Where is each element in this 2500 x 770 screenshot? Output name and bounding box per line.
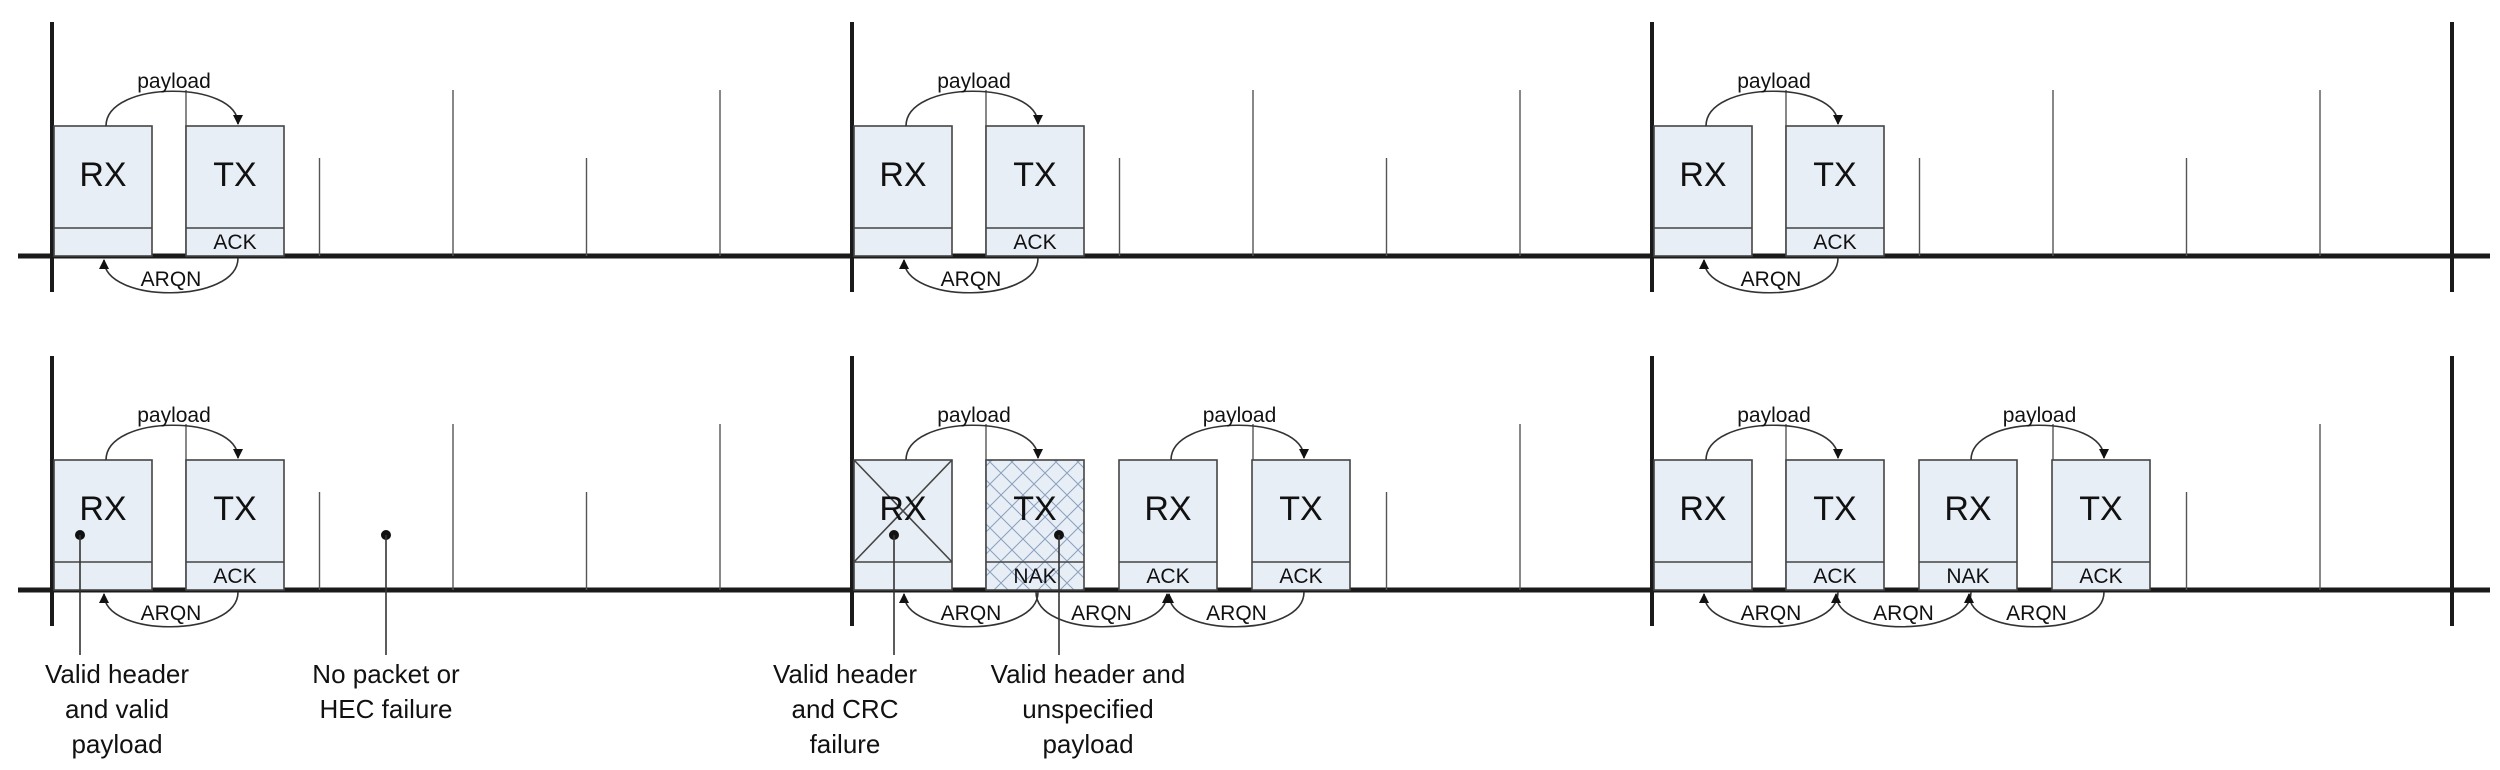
ack-label: ACK xyxy=(1013,231,1056,254)
arqn-arrow xyxy=(899,591,1039,628)
rx-slot-box xyxy=(53,459,153,591)
tx-slot-box xyxy=(1785,125,1885,257)
tx-slot-box xyxy=(185,125,285,257)
payload-arrow xyxy=(105,90,243,127)
cross-line xyxy=(853,459,953,563)
rx-slot-box xyxy=(53,125,153,257)
payload-label: payload xyxy=(2003,404,2077,427)
annotation-valid-header-valid-payload: payload xyxy=(71,729,162,759)
ack-label: ACK xyxy=(1279,565,1322,588)
rx-label: RX xyxy=(79,156,126,194)
rx-label: RX xyxy=(879,490,926,528)
annotation-valid-header-valid-payload: Valid header xyxy=(45,659,189,689)
tx-slot-box xyxy=(1785,459,1885,591)
annotation-no-packet-hec-failure: HEC failure xyxy=(320,694,453,724)
payload-label: payload xyxy=(137,70,211,93)
arqn-arrow xyxy=(899,257,1039,294)
rx-label: RX xyxy=(879,156,926,194)
tx-slot-box xyxy=(2051,459,2151,591)
arqn-arrow xyxy=(1035,591,1172,628)
payload-label: payload xyxy=(1737,404,1811,427)
tx-slot-box xyxy=(1251,459,1351,591)
arqn-label: ARQN xyxy=(1873,602,1934,625)
tx-slot-box xyxy=(985,125,1085,257)
rx-slot-box xyxy=(1653,125,1753,257)
ack-label: ACK xyxy=(1813,231,1856,254)
rx-label: RX xyxy=(79,490,126,528)
payload-arrow xyxy=(1170,424,1309,461)
tx-label: TX xyxy=(2079,490,2122,528)
annotation-no-packet-hec-failure: No packet or xyxy=(312,659,460,689)
ack-label: ACK xyxy=(213,565,256,588)
arqn-label: ARQN xyxy=(941,268,1002,291)
ack-label: ACK xyxy=(1813,565,1856,588)
arqn-arrow xyxy=(1164,591,1305,628)
arqn-label: ARQN xyxy=(1741,602,1802,625)
arqn-label: ARQN xyxy=(941,602,1002,625)
payload-arrow xyxy=(105,424,243,461)
arqn-arrow xyxy=(1964,591,2105,628)
payload-label: payload xyxy=(1203,404,1277,427)
annotation-valid-header-unspecified-payload: payload xyxy=(1042,729,1133,759)
payload-arrow xyxy=(1970,424,2109,461)
tx-label: TX xyxy=(213,490,256,528)
arqn-label: ARQN xyxy=(141,602,202,625)
rx-slot-box xyxy=(853,125,953,257)
nak-label: NAK xyxy=(1013,565,1056,588)
rx-slot-box xyxy=(1118,459,1218,591)
payload-label: payload xyxy=(1737,70,1811,93)
payload-label: payload xyxy=(137,404,211,427)
arqn-arrow xyxy=(1699,257,1839,294)
tx-label: TX xyxy=(1813,156,1856,194)
rx-label: RX xyxy=(1144,490,1191,528)
arqn-arrow xyxy=(99,591,239,628)
arqn-label: ARQN xyxy=(1206,602,1267,625)
arqn-label: ARQN xyxy=(141,268,202,291)
rx-label: RX xyxy=(1944,490,1991,528)
payload-label: payload xyxy=(937,404,1011,427)
rx-slot-box xyxy=(1653,459,1753,591)
payload-arrow xyxy=(1705,424,1843,461)
tx-label: TX xyxy=(1279,490,1322,528)
annotation-valid-header-crc-failure: failure xyxy=(810,729,881,759)
arqn-label: ARQN xyxy=(1741,268,1802,291)
ack-label: ACK xyxy=(2079,565,2122,588)
tx-label: TX xyxy=(1013,490,1056,528)
payload-label: payload xyxy=(937,70,1011,93)
arqn-arrow xyxy=(1831,591,1972,628)
tx-label: TX xyxy=(1013,156,1056,194)
tx-label: TX xyxy=(1813,490,1856,528)
annotation-valid-header-valid-payload: and valid xyxy=(65,694,169,724)
payload-arrow xyxy=(1705,90,1843,127)
ack-label: ACK xyxy=(1146,565,1189,588)
tx-slot-box xyxy=(985,459,1085,591)
annotation-valid-header-crc-failure: Valid header xyxy=(773,659,917,689)
rx-slot-box xyxy=(1918,459,2018,591)
annotation-valid-header-unspecified-payload: Valid header and xyxy=(991,659,1186,689)
arqn-label: ARQN xyxy=(2006,602,2067,625)
nak-label: NAK xyxy=(1946,565,1989,588)
tx-label: TX xyxy=(213,156,256,194)
ack-label: ACK xyxy=(213,231,256,254)
rx-label: RX xyxy=(1679,156,1726,194)
arqn-arrow xyxy=(1699,591,1839,628)
annotation-valid-header-crc-failure: and CRC xyxy=(792,694,899,724)
annotation-valid-header-unspecified-payload: unspecified xyxy=(1022,694,1154,724)
payload-arrow xyxy=(905,424,1043,461)
tx-slot-box xyxy=(185,459,285,591)
rx-slot-box xyxy=(853,459,953,591)
payload-arrow xyxy=(905,90,1043,127)
arqn-arrow xyxy=(99,257,239,294)
arqn-label: ARQN xyxy=(1071,602,1132,625)
rx-label: RX xyxy=(1679,490,1726,528)
